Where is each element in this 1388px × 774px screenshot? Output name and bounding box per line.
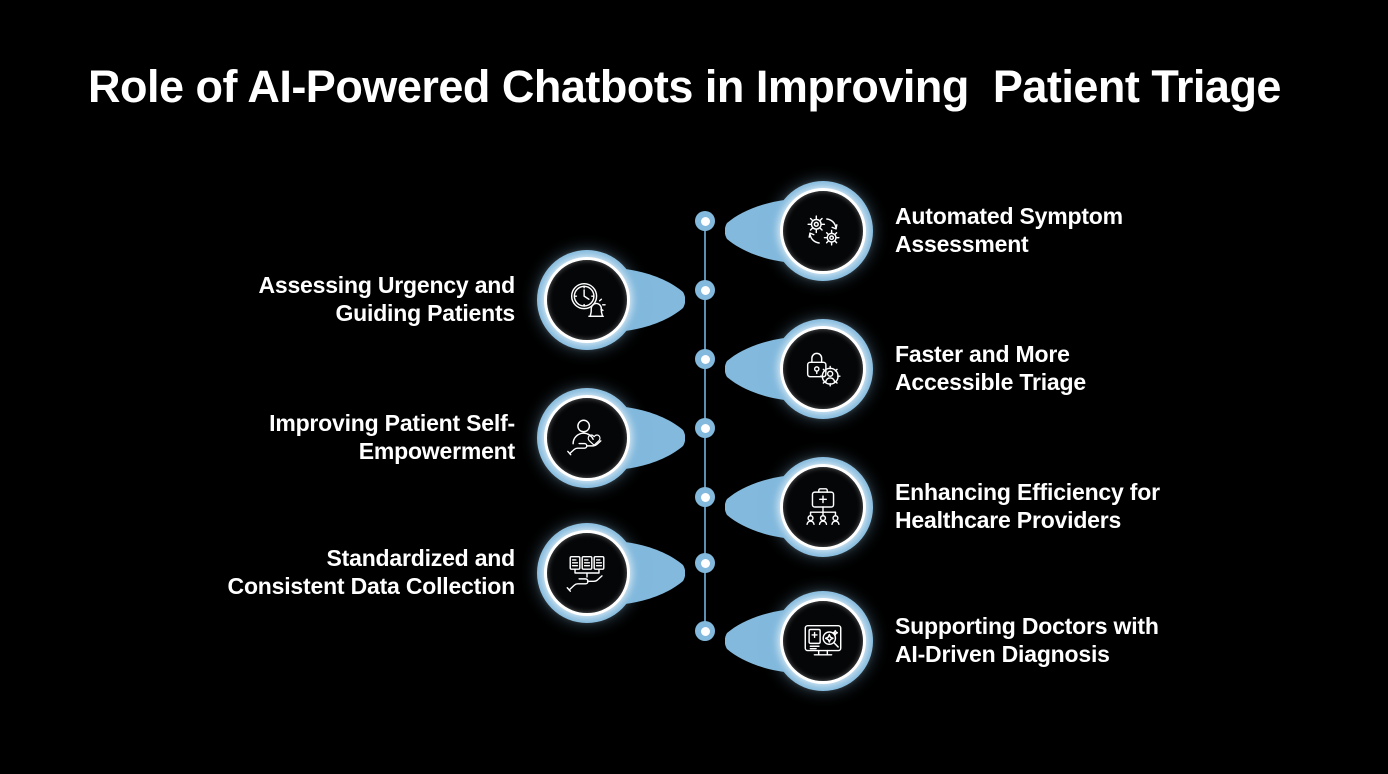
pin-marker-1[interactable]: [725, 175, 873, 287]
pin-icon-disc-1: [780, 188, 866, 274]
pin-bulb-7: [773, 591, 873, 691]
node-5[interactable]: Enhancing Efficiency for Healthcare Prov…: [725, 451, 1160, 563]
node-label-2: Assessing Urgency and Guiding Patients: [258, 272, 515, 326]
pin-icon-disc-4: [544, 395, 630, 481]
pin-marker-2[interactable]: [537, 244, 685, 356]
timeline-dot-1: [695, 211, 715, 231]
pin-icon-disc-5: [780, 464, 866, 550]
pin-bulb-1: [773, 181, 873, 281]
gears-cycle-icon: [800, 208, 846, 254]
pin-bulb-3: [773, 319, 873, 419]
page-title: Role of AI-Powered Chatbots in Improving…: [88, 61, 1281, 112]
pin-marker-5[interactable]: [725, 451, 873, 563]
hand-person-heart-icon: [564, 415, 610, 461]
timeline-dot-4: [695, 418, 715, 438]
node-label-3: Faster and More Accessible Triage: [895, 341, 1086, 395]
node-1[interactable]: Automated Symptom Assessment: [725, 175, 1123, 287]
pin-bulb-5: [773, 457, 873, 557]
node-2[interactable]: Assessing Urgency and Guiding Patients: [258, 244, 685, 356]
pin-icon-disc-2: [544, 257, 630, 343]
timeline-dot-6: [695, 553, 715, 573]
node-label-5: Enhancing Efficiency for Healthcare Prov…: [895, 479, 1160, 533]
timeline-dot-3: [695, 349, 715, 369]
node-label-4: Improving Patient Self- Empowerment: [269, 410, 515, 464]
pin-bulb-2: [537, 250, 637, 350]
pin-marker-6[interactable]: [537, 517, 685, 629]
node-6[interactable]: Standardized and Consistent Data Collect…: [228, 517, 685, 629]
lock-user-gear-icon: [800, 346, 846, 392]
node-label-1: Automated Symptom Assessment: [895, 203, 1123, 257]
pin-bulb-4: [537, 388, 637, 488]
pin-icon-disc-7: [780, 598, 866, 684]
pin-marker-3[interactable]: [725, 313, 873, 425]
node-label-7: Supporting Doctors with AI-Driven Diagno…: [895, 613, 1159, 667]
monitor-diagnosis-icon: [800, 618, 846, 664]
pin-icon-disc-6: [544, 530, 630, 616]
pin-marker-7[interactable]: [725, 585, 873, 697]
pin-icon-disc-3: [780, 326, 866, 412]
timeline-dot-7: [695, 621, 715, 641]
node-4[interactable]: Improving Patient Self- Empowerment: [269, 382, 685, 494]
timeline-dot-2: [695, 280, 715, 300]
medical-kit-hierarchy-icon: [800, 484, 846, 530]
hand-documents-icon: [564, 550, 610, 596]
pin-bulb-6: [537, 523, 637, 623]
pin-marker-4[interactable]: [537, 382, 685, 494]
clock-alarm-icon: [564, 277, 610, 323]
node-label-6: Standardized and Consistent Data Collect…: [227, 545, 516, 599]
node-3[interactable]: Faster and More Accessible Triage: [725, 313, 1086, 425]
timeline-dot-5: [695, 487, 715, 507]
node-7[interactable]: Supporting Doctors with AI-Driven Diagno…: [725, 585, 1159, 697]
